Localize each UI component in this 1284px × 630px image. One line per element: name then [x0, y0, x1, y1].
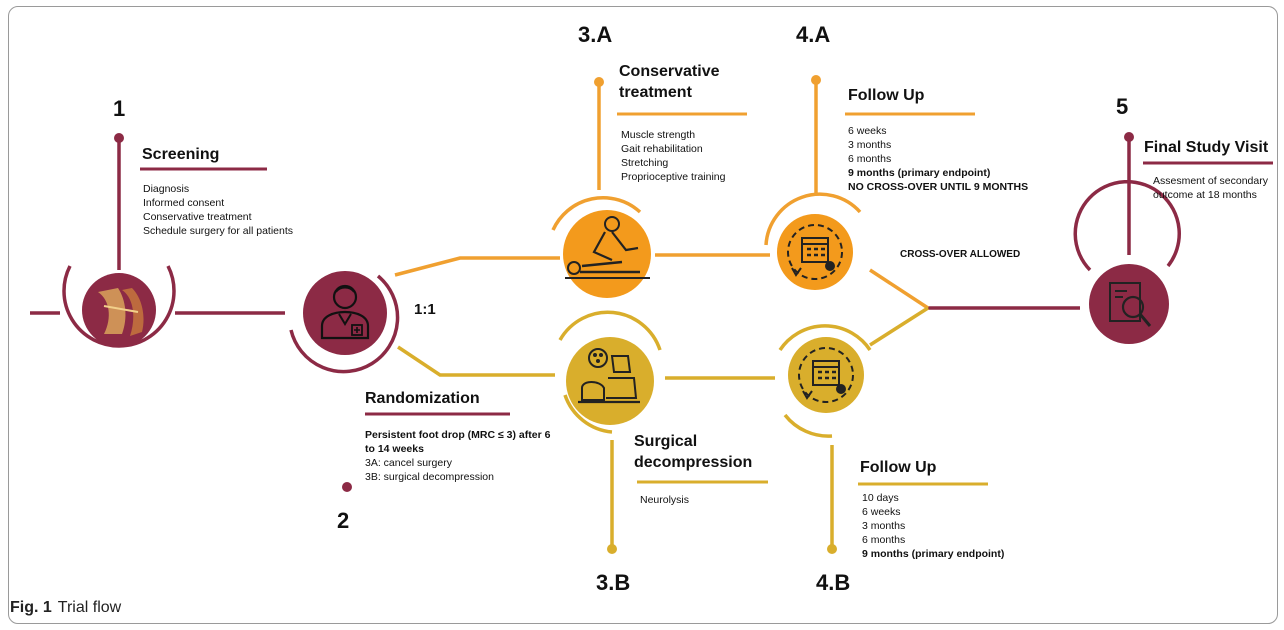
figure-caption: Fig. 1 Trial flow	[10, 599, 121, 617]
report-magnifier-icon	[1089, 264, 1169, 344]
conservative-title-line1: Conservative	[619, 63, 720, 80]
conservative-list: Muscle strength Gait rehabilitation Stre…	[621, 128, 725, 184]
step-number-4a: 4.A	[796, 22, 831, 47]
figure-frame	[8, 6, 1278, 624]
list-item: Diagnosis	[143, 183, 190, 195]
step-number-2: 2	[337, 508, 350, 533]
step-number-4b: 4.B	[816, 570, 851, 595]
list-item: 3 months	[848, 139, 892, 151]
screening-list: Diagnosis Informed consent Conservative …	[143, 182, 293, 238]
final-visit-list: Assesment of secondary outcome at 18 mon…	[1153, 174, 1268, 202]
orange-connectors	[394, 80, 929, 310]
gold-rings	[558, 310, 872, 438]
calendar-clock-icon	[777, 214, 853, 290]
list-item: Assesment of secondary	[1153, 175, 1268, 187]
doctor-icon	[303, 271, 387, 355]
step-number-3b: 3.B	[596, 570, 631, 595]
list-item: 6 months	[862, 534, 906, 546]
list-item: 6 months	[848, 153, 892, 165]
title-underlines	[140, 112, 1273, 486]
list-item: Neurolysis	[640, 494, 690, 506]
conservative-title-line2: treatment	[619, 83, 692, 101]
list-item: Persistent foot drop (MRC ≤ 3) after 6	[365, 429, 551, 441]
surgeon-icon	[566, 337, 654, 425]
follow-up-a-list: 6 weeks 3 months 6 months 9 months (prim…	[848, 124, 1028, 194]
massage-therapy-icon	[563, 210, 651, 298]
knee-icon	[82, 273, 156, 347]
list-item: 9 months (primary endpoint)	[862, 548, 1005, 560]
list-item: outcome at 18 months	[1153, 189, 1257, 201]
list-item: Stretching	[621, 157, 669, 169]
list-item: 3 months	[862, 520, 906, 532]
screening-title: Screening	[142, 146, 220, 163]
randomization-ratio: 1:1	[414, 301, 436, 318]
surgical-list: Neurolysis	[640, 493, 689, 507]
list-item: 6 weeks	[862, 506, 901, 518]
follow-up-b-title: Follow Up	[860, 459, 937, 476]
surgical-title: Surgical decompression	[634, 432, 752, 474]
caption-label: Fig. 1	[10, 599, 52, 616]
randomization-list: Persistent foot drop (MRC ≤ 3) after 6 t…	[365, 428, 550, 484]
randomization-title: Randomization	[365, 390, 480, 407]
list-item: 3A: cancel surgery	[365, 457, 452, 469]
final-visit-title: Final Study Visit	[1144, 139, 1269, 156]
list-item: 10 days	[862, 492, 899, 504]
maroon-connectors	[30, 140, 1131, 315]
caption-text: Trial flow	[57, 599, 122, 616]
orange-rings	[551, 192, 862, 246]
list-item: 6 weeks	[848, 125, 887, 137]
list-item: Schedule surgery for all patients	[143, 225, 293, 237]
list-item: 9 months (primary endpoint)	[848, 167, 991, 179]
list-item: Gait rehabilitation	[621, 143, 703, 155]
follow-up-a-title: Follow Up	[848, 87, 925, 104]
follow-up-b-list: 10 days 6 weeks 3 months 6 months 9 mont…	[862, 491, 1004, 561]
list-item: 3B: surgical decompression	[365, 471, 494, 483]
list-item: Conservative treatment	[143, 211, 252, 223]
surgical-title-line2: decompression	[634, 453, 753, 471]
list-item: Muscle strength	[621, 129, 696, 141]
gold-connectors	[397, 306, 929, 548]
list-item: Proprioceptive training	[621, 171, 726, 183]
list-item: Informed consent	[143, 197, 225, 209]
surgical-title-line1: Surgical	[634, 433, 698, 450]
list-item: to 14 weeks	[365, 443, 424, 455]
calendar-clock-icon	[788, 337, 864, 413]
step-number-3a: 3.A	[578, 22, 613, 47]
endpoint-dots	[114, 75, 1134, 554]
crossover-label: CROSS-OVER ALLOWED	[900, 249, 1021, 260]
step-number-5: 5	[1116, 94, 1129, 119]
step-number-1: 1	[113, 96, 126, 121]
conservative-title: Conservative treatment	[619, 62, 720, 104]
list-item: NO CROSS-OVER UNTIL 9 MONTHS	[848, 181, 1029, 193]
